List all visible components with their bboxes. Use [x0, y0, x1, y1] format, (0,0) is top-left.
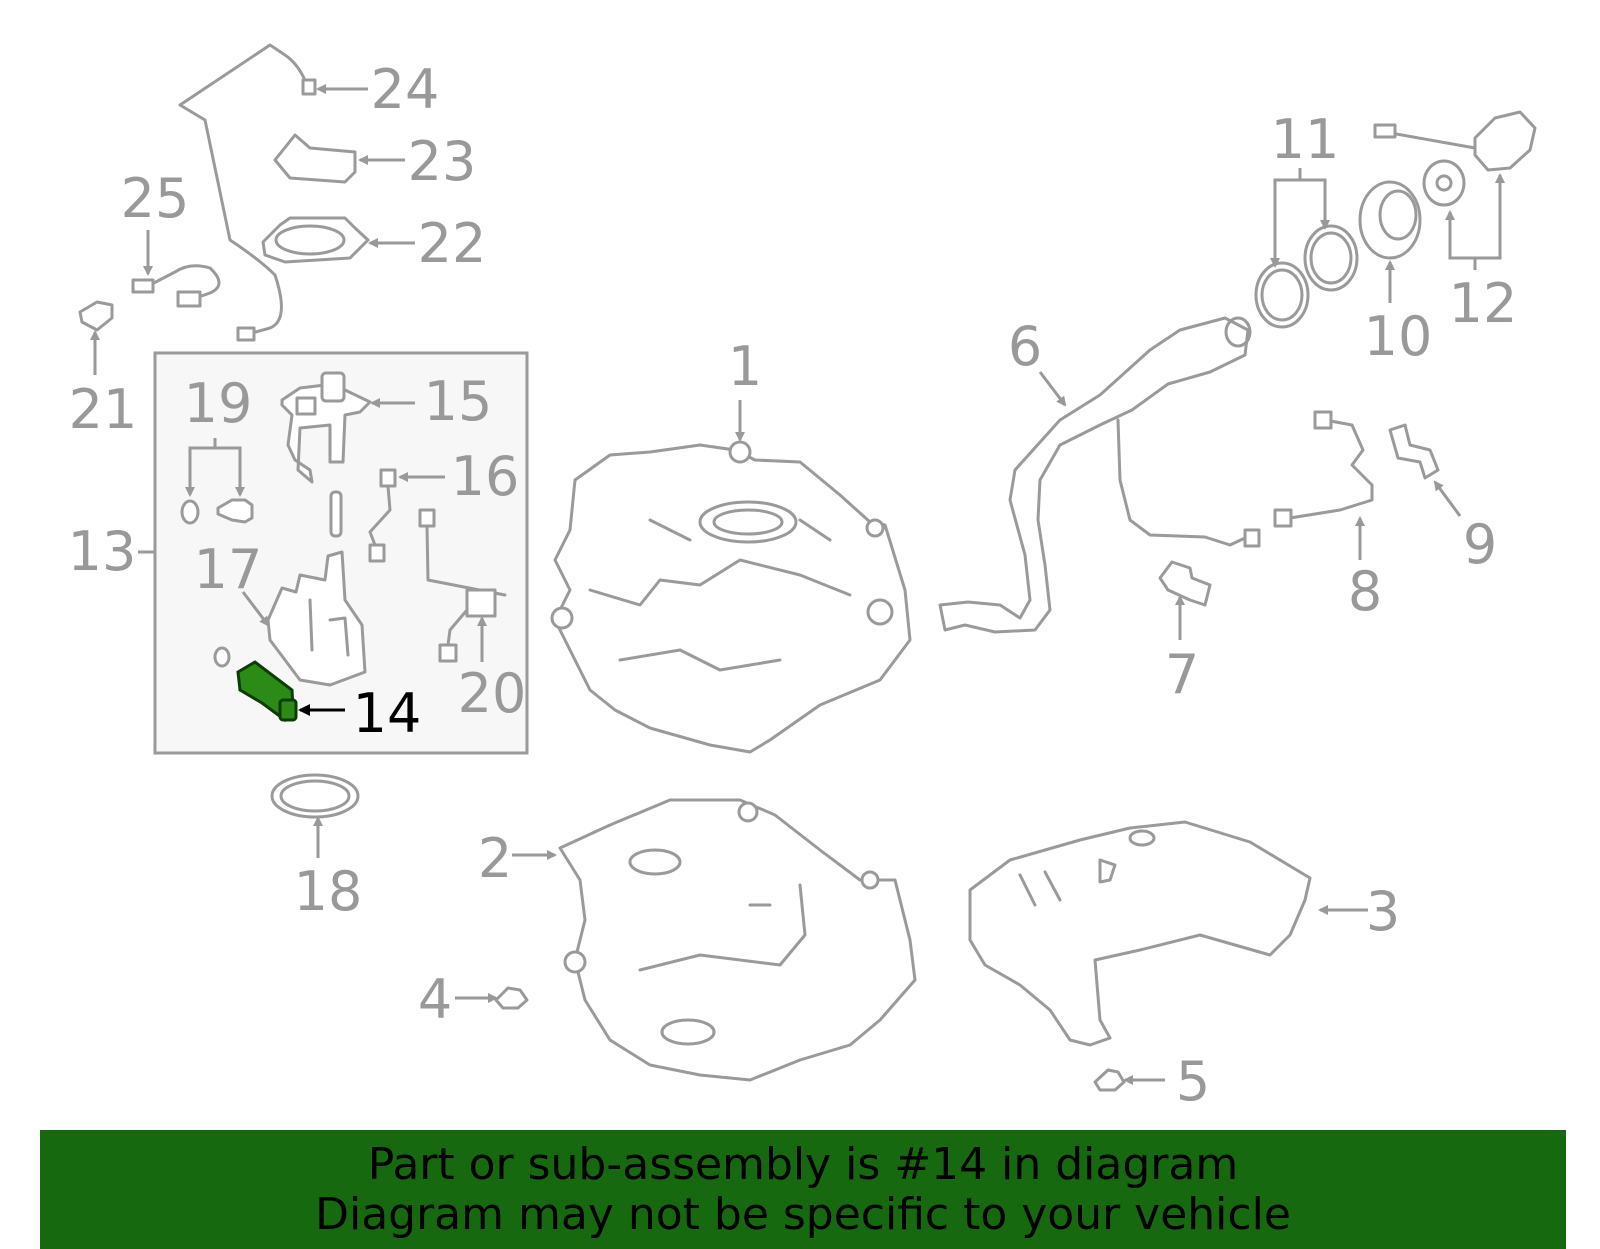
- part-6-vent-connector: [1243, 528, 1261, 548]
- part-14-highlighted[interactable]: [236, 660, 298, 723]
- part-15-port: [295, 396, 317, 416]
- part-6-inlet: [1224, 316, 1252, 348]
- part-24-plug: [236, 326, 256, 342]
- part-11-seal-b-inner: [1309, 231, 1353, 285]
- part-12-seal-hole: [1435, 174, 1453, 192]
- part-16-plug-top: [379, 468, 397, 488]
- callout-3: 3: [1366, 880, 1400, 943]
- part-3-hole: [1128, 829, 1156, 847]
- part-2-mount-top: [737, 801, 759, 823]
- info-banner: Part or sub-assembly is #14 in diagram D…: [40, 1130, 1566, 1249]
- part-2-contours: [638, 883, 807, 972]
- part-1-mount-left: [550, 606, 574, 630]
- callout-1: 1: [728, 335, 762, 398]
- callout-18: 18: [294, 860, 363, 923]
- part-20-plug-top: [418, 508, 436, 528]
- part-20-connector: [465, 588, 497, 618]
- part-3-heat-shield: [968, 820, 1312, 1047]
- part-1-pump-opening-inner: [712, 508, 784, 536]
- part-2-mount-left: [563, 950, 587, 974]
- part-25-plug-b: [176, 290, 202, 308]
- callout-20: 20: [458, 662, 527, 725]
- part-10-inner: [1378, 189, 1418, 241]
- part-17-detail: [308, 598, 350, 657]
- part-15-nipple: [320, 371, 346, 403]
- part-8-end-a: [1313, 410, 1333, 430]
- part-11-seal-b: [1303, 224, 1359, 292]
- part-9: [1388, 423, 1440, 480]
- part-5: [1093, 1068, 1126, 1092]
- callout-10: 10: [1364, 305, 1433, 368]
- part-6-filler-neck: [938, 316, 1250, 634]
- part-17: [266, 550, 367, 687]
- callout-7: 7: [1165, 643, 1199, 706]
- part-21: [78, 300, 114, 332]
- callout-15: 15: [424, 370, 493, 433]
- callout-21: 21: [69, 378, 138, 441]
- part-10: [1358, 180, 1422, 260]
- callout-8: 8: [1348, 560, 1382, 623]
- part-1-fuel-tank: [553, 443, 912, 754]
- part-20-plug-bottom: [438, 643, 458, 663]
- part-1-pump-opening: [698, 500, 798, 544]
- part-24-wire: [178, 43, 310, 337]
- part-8-end-b: [1273, 508, 1293, 528]
- part-12-seal: [1422, 159, 1466, 207]
- part-23: [273, 133, 357, 184]
- callout-22: 22: [418, 212, 487, 275]
- callout-24: 24: [371, 58, 440, 121]
- part-19-seal: [180, 499, 200, 525]
- part-2-mount-right: [860, 870, 880, 890]
- callout-17: 17: [194, 538, 263, 601]
- callout-6: 6: [1008, 315, 1042, 378]
- callout-11: 11: [1271, 108, 1340, 171]
- callout-16: 16: [451, 445, 520, 508]
- part-12-tether-end: [1373, 123, 1397, 139]
- part-1-mount-top: [728, 440, 752, 464]
- part-24-connector: [301, 78, 317, 96]
- part-spring: [329, 490, 343, 538]
- callout-4: 4: [418, 968, 452, 1031]
- part-4: [494, 986, 529, 1010]
- part-1-mount-right: [865, 518, 885, 538]
- part-19-valve: [216, 498, 254, 524]
- part-14-oring: [213, 646, 231, 668]
- part-7: [1158, 560, 1212, 607]
- callout-9: 9: [1463, 513, 1497, 576]
- callout-2: 2: [478, 827, 512, 890]
- callout-arrows: [90, 84, 1505, 1085]
- callout-14[interactable]: 14: [353, 682, 422, 745]
- part-16-wire: [368, 484, 392, 547]
- part-8: [1288, 418, 1374, 520]
- part-2-hole-2: [660, 1018, 716, 1046]
- part-1-contours: [588, 518, 852, 672]
- banner-line-1: Part or sub-assembly is #14 in diagram: [367, 1139, 1239, 1190]
- part-6-vent-hose: [1116, 418, 1247, 547]
- callout-23: 23: [408, 130, 477, 193]
- part-11-seal-a: [1254, 261, 1310, 329]
- part-22-hole: [274, 224, 346, 256]
- part-20-tail: [446, 608, 469, 647]
- banner-line-2: Diagram may not be specific to your vehi…: [315, 1189, 1291, 1240]
- callout-5: 5: [1176, 1050, 1210, 1113]
- part-1-port: [866, 598, 894, 626]
- callout-13: 13: [68, 520, 137, 583]
- part-12-tether: [1383, 130, 1477, 150]
- part-2-shield: [558, 798, 917, 1082]
- callout-25: 25: [121, 167, 190, 230]
- part-18-inner: [279, 779, 351, 813]
- callout-19: 19: [184, 372, 253, 435]
- callout-12: 12: [1449, 272, 1518, 335]
- part-25-plug-a: [131, 278, 155, 294]
- part-22: [261, 216, 370, 264]
- part-12-cap: [1473, 110, 1537, 172]
- part-11-seal-a-inner: [1260, 268, 1304, 322]
- part-3-slots: [1018, 858, 1117, 907]
- part-16-plug-bottom: [368, 543, 386, 563]
- part-2-hole-1: [628, 848, 682, 876]
- part-25: [148, 264, 221, 302]
